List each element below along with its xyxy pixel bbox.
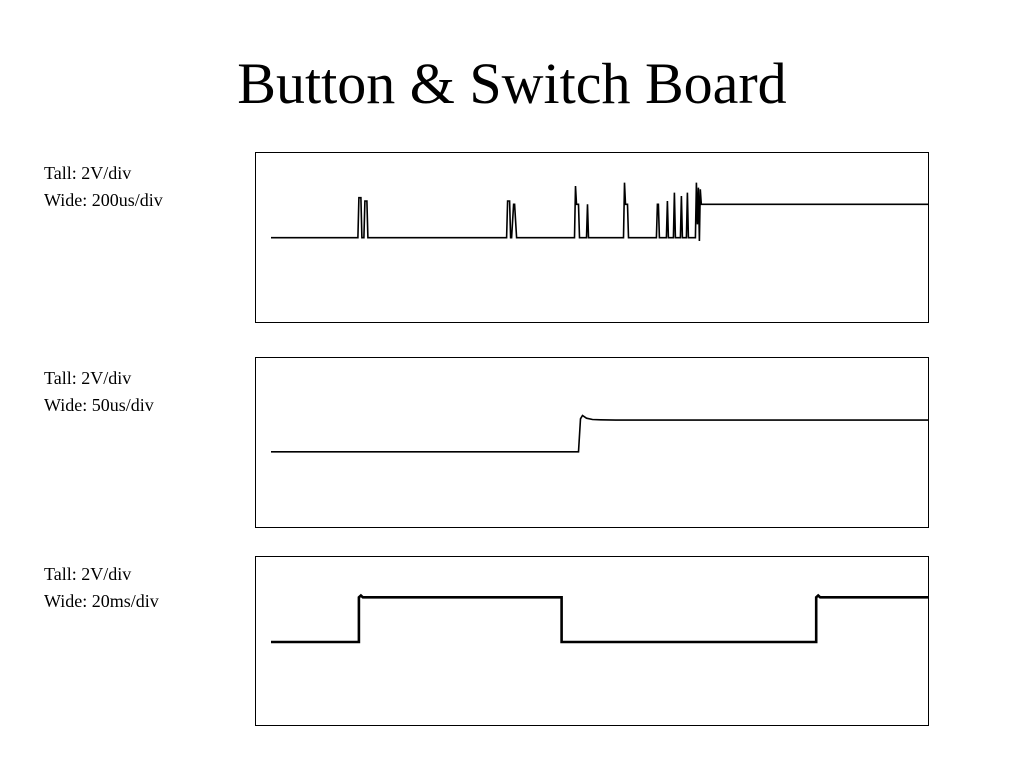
- slide-title: Button & Switch Board: [237, 51, 787, 116]
- scope-1-horizontal-scale: Wide: 200us/div: [44, 190, 163, 210]
- scope-3-vertical-scale: Tall: 2V/div: [44, 564, 132, 584]
- scope-1-vertical-scale: Tall: 2V/div: [44, 163, 132, 183]
- scope-1-waveform-trace: [271, 182, 928, 242]
- scope-2-waveform-trace: [271, 414, 928, 453]
- scope-2-vertical-scale: Tall: 2V/div: [44, 368, 132, 388]
- scope-3-waveform-trace: [271, 593, 928, 644]
- scope-3-horizontal-scale: Wide: 20ms/div: [44, 591, 159, 611]
- scope-1-trace-panel: [255, 152, 929, 323]
- scope-2-waveform-plot: [271, 414, 928, 453]
- scope-3-scale-label: Tall: 2V/div Wide: 20ms/div: [44, 561, 159, 615]
- scope-2-trace-panel: [255, 357, 929, 528]
- scope-3-waveform-plot: [271, 593, 928, 644]
- scope-2-scale-label: Tall: 2V/div Wide: 50us/div: [44, 365, 154, 419]
- scope-1-scale-label: Tall: 2V/div Wide: 200us/div: [44, 160, 163, 214]
- scope-3-trace-panel: [255, 556, 929, 726]
- scope-1-waveform-plot: [271, 182, 928, 242]
- scope-2-horizontal-scale: Wide: 50us/div: [44, 395, 154, 415]
